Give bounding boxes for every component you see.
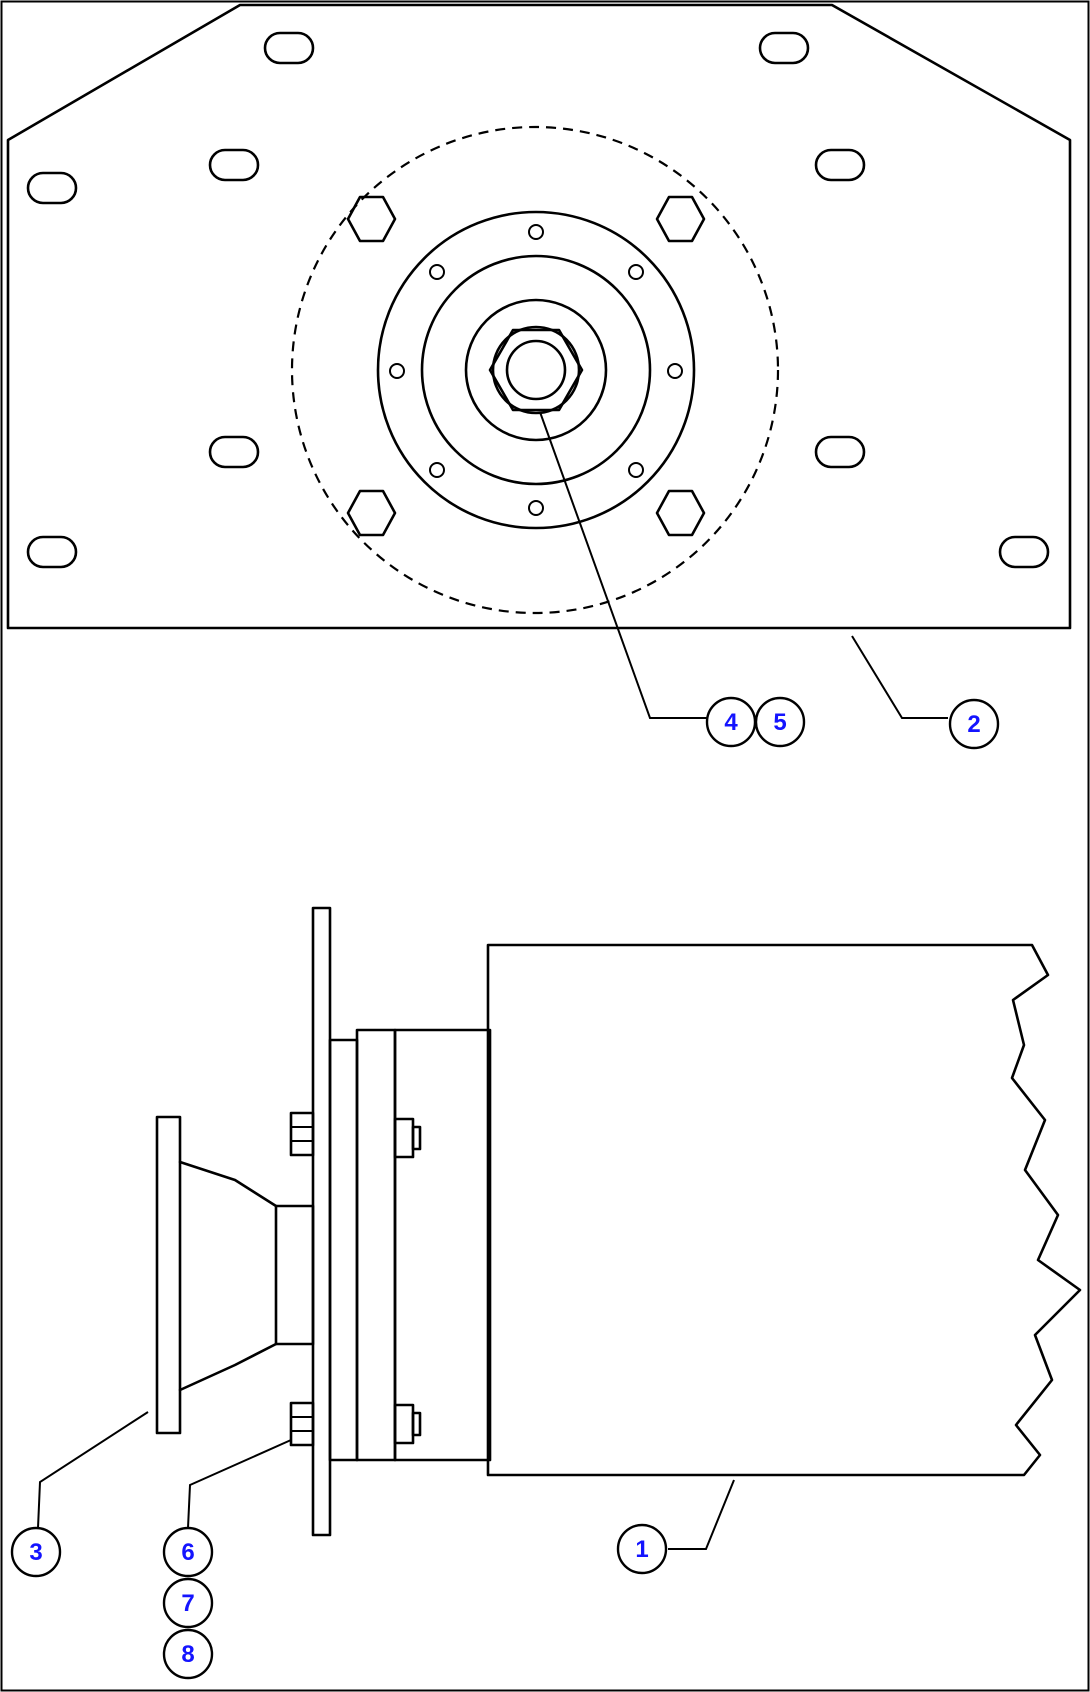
side-bolts xyxy=(289,1111,422,1447)
callout-7-label: 7 xyxy=(181,1590,194,1617)
callout-2: 2 xyxy=(948,698,1000,750)
coupling-disc xyxy=(155,1115,182,1435)
coupling-cone-bottom xyxy=(178,1342,278,1392)
shaft-washer xyxy=(491,325,581,415)
center-nut xyxy=(488,328,584,412)
hex-bolt-heads xyxy=(346,195,706,537)
leader-line-6 xyxy=(187,1439,292,1529)
adapter-block xyxy=(393,1028,492,1462)
dashed-outline-circle xyxy=(290,125,780,615)
flange-holes xyxy=(389,224,683,516)
callout-8-label: 8 xyxy=(181,1641,194,1668)
shaft-end xyxy=(505,339,567,401)
callout-6: 6 xyxy=(162,1526,214,1578)
callout-1: 1 xyxy=(616,1523,668,1575)
flange-inner-ring xyxy=(420,254,652,486)
callout-7: 7 xyxy=(162,1577,214,1629)
callout-6-label: 6 xyxy=(181,1539,194,1566)
leader-line-4 xyxy=(539,411,707,719)
callout-8: 8 xyxy=(162,1628,214,1680)
mounting-flange xyxy=(355,1028,397,1462)
coupling-cone-top xyxy=(178,1160,278,1208)
flange-outer-ring xyxy=(376,210,696,530)
leader-line-3 xyxy=(37,1411,149,1529)
callout-4-label: 4 xyxy=(724,709,738,736)
plate-slots xyxy=(26,31,1050,569)
spacer-block xyxy=(328,1038,359,1462)
leader-line-1 xyxy=(668,1479,735,1550)
vertical-mounting-plate xyxy=(311,906,332,1537)
motor-body xyxy=(486,943,1082,1477)
mounting-plate xyxy=(6,3,1072,630)
callout-2-label: 2 xyxy=(967,711,980,738)
callout-5-label: 5 xyxy=(773,709,786,736)
callout-3: 3 xyxy=(10,1526,62,1578)
top-view xyxy=(6,3,1072,719)
callout-4: 4 xyxy=(705,696,757,748)
callout-3-label: 3 xyxy=(29,1539,42,1566)
callout-5: 5 xyxy=(754,696,806,748)
coupling-hub xyxy=(274,1204,315,1346)
side-view xyxy=(37,906,1082,1550)
hub-ring xyxy=(464,298,608,442)
leader-line-2 xyxy=(851,635,948,719)
callout-1-label: 1 xyxy=(635,1536,648,1563)
